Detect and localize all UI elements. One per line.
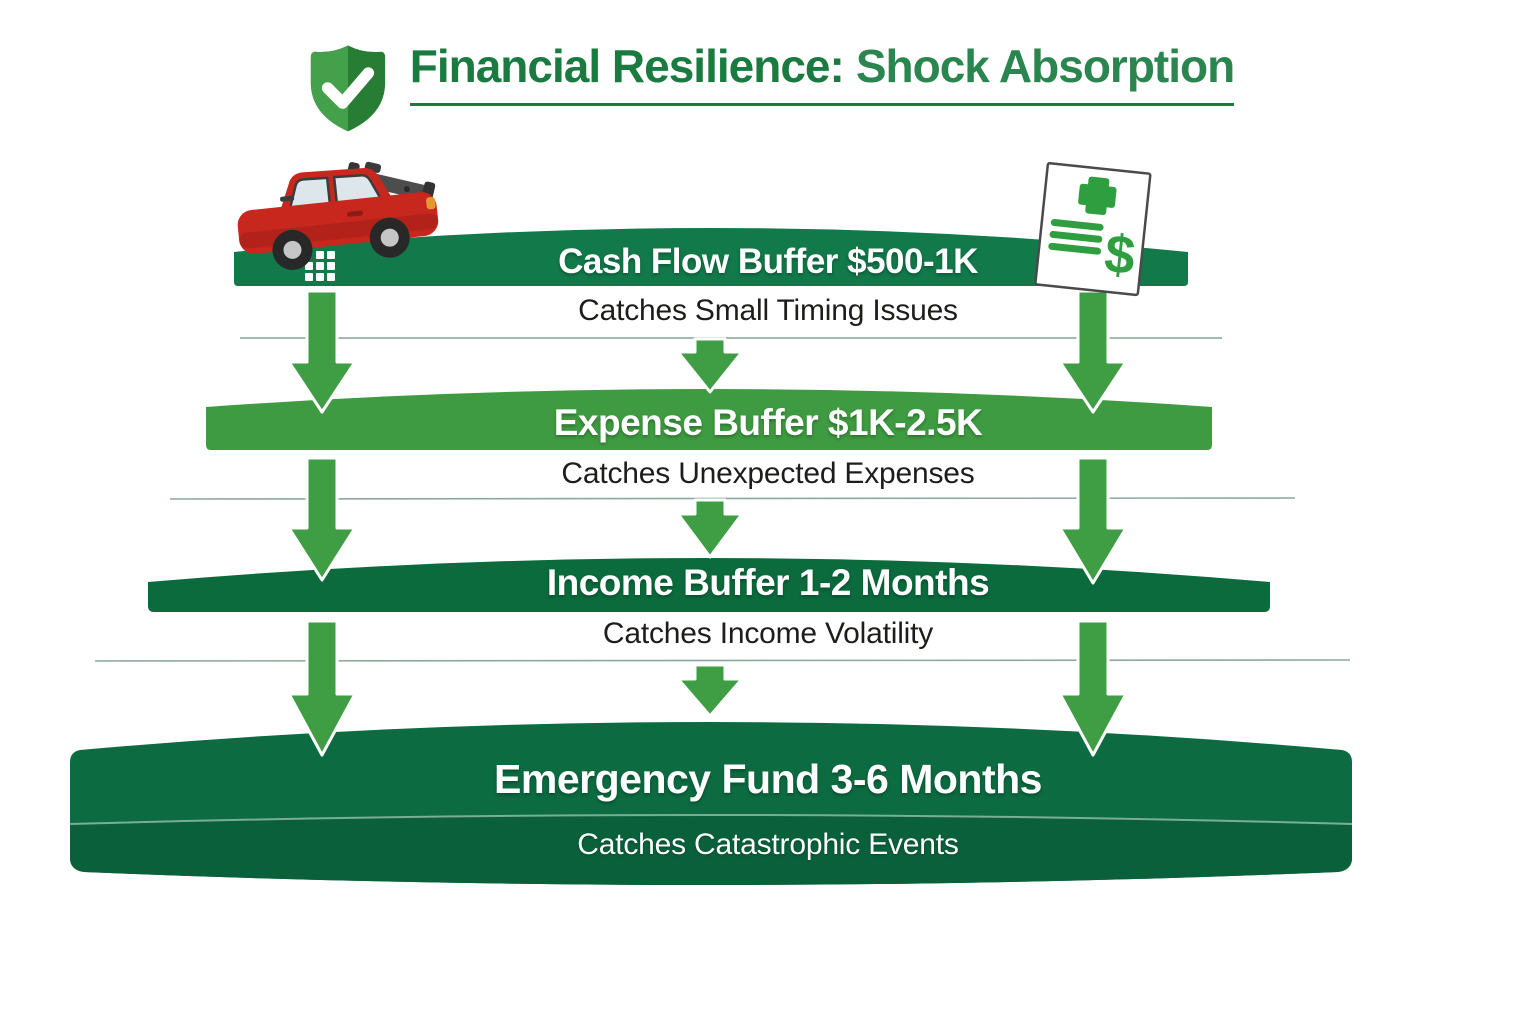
buffer-bars xyxy=(69,228,1353,885)
emergency-fund-divider xyxy=(69,814,1353,825)
down-arrow-row3-center xyxy=(676,663,744,718)
separator-line-3 xyxy=(94,659,1351,662)
bill-lines xyxy=(1048,218,1104,255)
down-arrow-row1-left xyxy=(287,289,357,414)
bar-label-emergency: Emergency Fund 3-6 Months xyxy=(494,756,1042,802)
down-arrow-row2-left xyxy=(287,456,357,582)
bar-caption-cash-flow: Catches Small Timing Issues xyxy=(578,294,958,327)
down-arrow-row3-left xyxy=(287,619,357,757)
bar-label-income: Income Buffer 1-2 Months xyxy=(546,562,990,603)
debris-grid-icon xyxy=(305,251,335,281)
bar-income-buffer xyxy=(148,558,1270,612)
bar-expense-buffer xyxy=(206,389,1212,450)
bar-emergency-fund-lower xyxy=(70,815,1352,885)
medical-cross-icon xyxy=(1078,176,1117,216)
down-arrow-row3-right xyxy=(1058,619,1128,757)
down-arrows xyxy=(287,289,1128,757)
dollar-sign-icon: $ xyxy=(1102,224,1138,287)
bar-label-expense: Expense Buffer $1K-2.5K xyxy=(553,402,983,443)
bar-caption-income: Catches Income Volatility xyxy=(602,617,934,650)
down-arrow-row1-right xyxy=(1058,289,1128,414)
down-arrow-row2-right xyxy=(1058,456,1128,585)
bar-label-cash-flow: Cash Flow Buffer $500-1K xyxy=(558,242,978,281)
bar-caption-emergency: Catches Catastrophic Events xyxy=(577,828,959,861)
bar-caption-expense: Catches Unexpected Expenses xyxy=(561,457,975,490)
page-title: Financial Resilience:Shock Absorption xyxy=(409,40,1235,106)
header: Financial Resilience:Shock Absorption xyxy=(0,40,1536,139)
bar-cash-flow-buffer xyxy=(234,228,1188,286)
down-arrow-row2-center xyxy=(676,498,744,559)
shield-check-icon xyxy=(302,42,394,139)
separator-line-2 xyxy=(169,497,1296,500)
medical-bill-icon: $ xyxy=(1034,161,1152,297)
down-arrow-row1-center xyxy=(676,337,744,394)
title-sub: Shock Absorption xyxy=(855,40,1235,92)
title-main: Financial Resilience: xyxy=(409,40,845,92)
crashed-car-icon xyxy=(237,168,439,270)
